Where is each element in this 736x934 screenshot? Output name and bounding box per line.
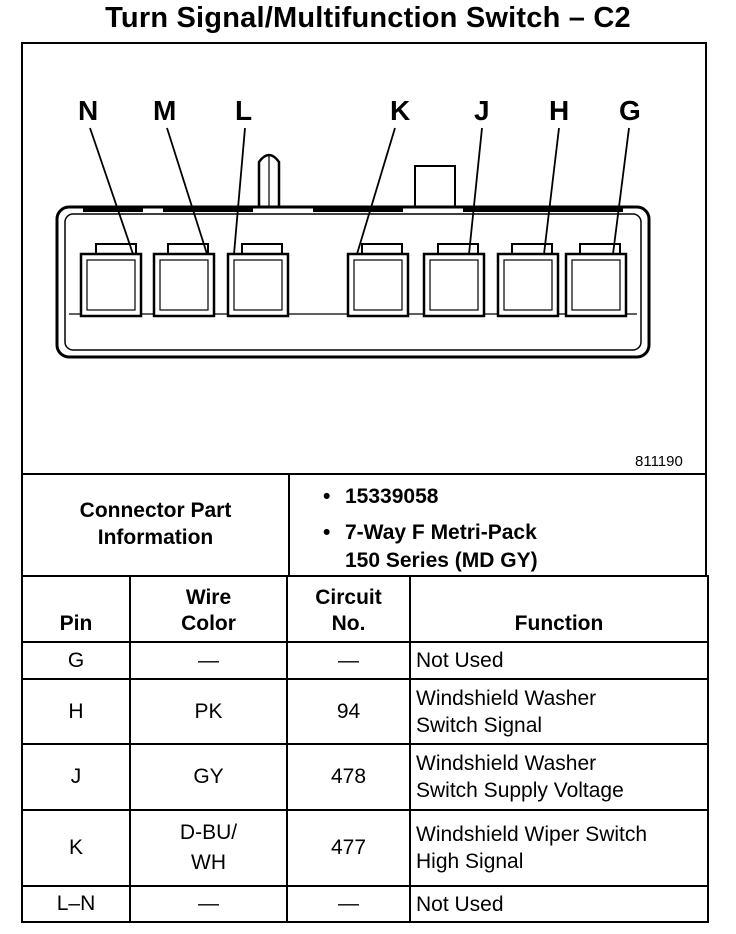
pin-cell: L–N — [21, 885, 131, 923]
circuit-cell: — — [286, 641, 411, 680]
bullet-icon: • — [323, 521, 331, 544]
pin-label-j: J — [474, 95, 490, 126]
wire-color-cell: — — [129, 885, 288, 923]
circuit-cell: 94 — [286, 678, 411, 745]
pin-label-m: M — [153, 95, 176, 126]
part-number: 15339058 — [345, 485, 439, 508]
pin-label-l: L — [235, 95, 252, 126]
pin-label-k: K — [390, 95, 410, 126]
connector-face-drawing: N M L K J H G — [55, 95, 683, 470]
pin-label-h: H — [549, 95, 569, 126]
cavity-g — [564, 243, 628, 318]
cavity-j — [422, 243, 486, 318]
wire-color-cell: — — [129, 641, 288, 680]
table-row: L–N — — Not Used — [21, 885, 709, 923]
pin-cell: K — [21, 809, 131, 887]
cavity-k — [346, 243, 410, 318]
connector-info-label-line2: Information — [97, 526, 214, 549]
cavity-l — [226, 243, 290, 318]
table-row: G — — Not Used — [21, 641, 709, 680]
pin-cell: G — [21, 641, 131, 680]
wire-color-cell: PK — [129, 678, 288, 745]
leader-lines — [89, 127, 630, 255]
circuit-cell: 478 — [286, 743, 411, 811]
circuit-cell: 477 — [286, 809, 411, 887]
function-cell: Not Used — [409, 641, 709, 680]
key-tab — [414, 165, 456, 211]
pin-label-g: G — [619, 95, 641, 126]
header-pin: Pin — [21, 575, 131, 643]
header-function: Function — [409, 575, 709, 643]
function-cell: Not Used — [409, 885, 709, 923]
connector-diagram: N M L K J H G — [21, 42, 707, 475]
cavity-m — [152, 243, 216, 318]
pin-label-n: N — [78, 95, 98, 126]
connector-type-item: • 7-Way F Metri-Pack — [323, 519, 538, 547]
bullet-icon: • — [323, 485, 331, 508]
figure-number: 811190 — [635, 453, 683, 470]
circuit-cell: — — [286, 885, 411, 923]
cavity-n — [79, 243, 143, 318]
wire-color-cell: GY — [129, 743, 288, 811]
connector-info-values: • 15339058 • 7-Way F Metri-Pack 150 Seri… — [323, 483, 538, 575]
wire-color-cell: D-BU/WH — [129, 809, 288, 887]
connector-info-label: Connector Part Information — [23, 473, 290, 575]
part-number-item: • 15339058 — [323, 483, 538, 511]
connector-type-line2: 150 Series (MD GY) — [345, 549, 538, 572]
connector-info-label-line1: Connector Part — [79, 499, 232, 522]
connector-part-info: Connector Part Information • 15339058 • … — [21, 473, 707, 577]
cavity-h — [496, 243, 560, 318]
pin-cell: H — [21, 678, 131, 745]
connector-type-line1: 7-Way F Metri-Pack — [345, 521, 537, 544]
pin-cell: J — [21, 743, 131, 811]
latch-post — [257, 153, 281, 212]
page-title: Turn Signal/Multifunction Switch – C2 — [105, 2, 631, 34]
